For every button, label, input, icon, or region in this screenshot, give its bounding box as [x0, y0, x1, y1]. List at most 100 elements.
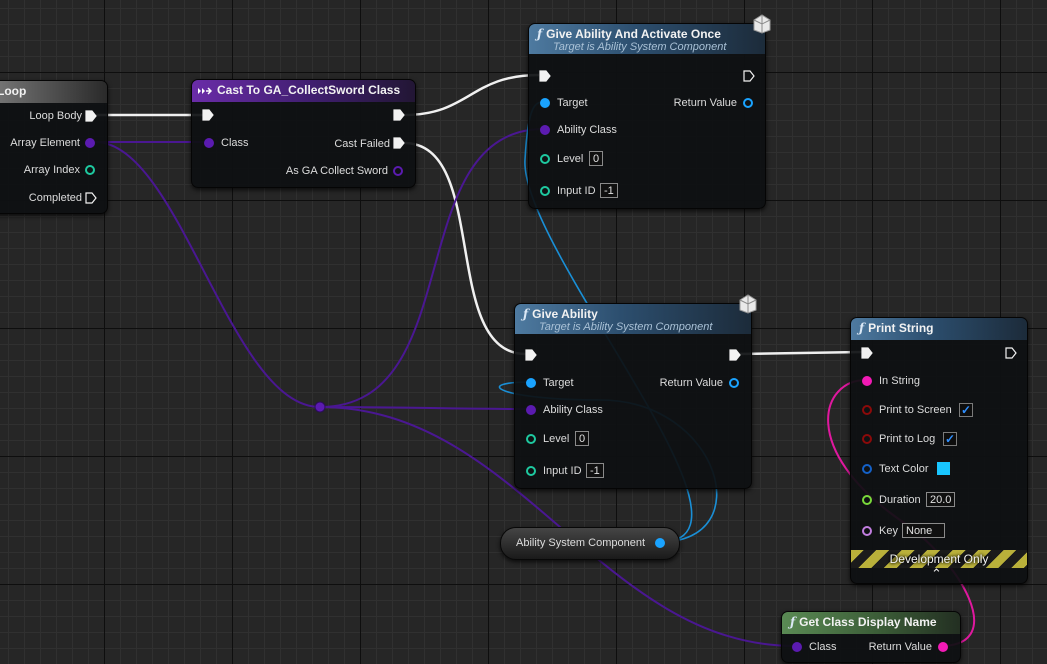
give-activate-input-id-label: Input ID [557, 185, 596, 197]
class-display-return-label: Return Value [868, 641, 932, 653]
give-activate-level-pin[interactable] [540, 154, 550, 164]
ability-system-component-label: Ability System Component [516, 537, 645, 549]
give-ability-level-label: Level [543, 433, 570, 445]
give-ability-return-pin[interactable] [729, 378, 739, 388]
give-ability-return-label: Return Value [659, 377, 723, 389]
duration-label: Duration [879, 494, 921, 506]
give-activate-input-id-input[interactable]: -1 [600, 183, 618, 198]
in-string-pin[interactable] [862, 376, 872, 386]
give-ability-input-id-input[interactable]: -1 [586, 463, 604, 478]
loop-body-exec-pin[interactable] [85, 110, 97, 122]
text-color-swatch[interactable] [936, 461, 951, 476]
development-only-label: Development Only [889, 552, 989, 566]
as-ga-collect-sword-label: As GA Collect Sword [285, 165, 388, 177]
give-ability-subtitle: Target is Ability System Component [539, 321, 713, 333]
give-activate-ability-class-label: Ability Class [557, 124, 617, 136]
give-ability-input-id-label: Input ID [543, 465, 582, 477]
give-ability-exec-out-pin[interactable] [729, 349, 741, 361]
class-wire-reroute-to-give [319, 406, 532, 410]
give-activate-level-input[interactable]: 0 [589, 151, 604, 166]
cast-failed-exec-pin[interactable] [393, 137, 405, 149]
key-pin[interactable] [862, 526, 872, 536]
expand-chevron-icon[interactable]: ⌃ [931, 566, 942, 581]
give-activate-return-label: Return Value [673, 97, 737, 109]
give-ability-input-id-pin[interactable] [526, 466, 536, 476]
cast-node-title: Cast To GA_CollectSword Class [217, 83, 401, 97]
function-icon: ƒ [859, 321, 865, 335]
array-element-label: Array Element [10, 137, 80, 149]
loop-node-header: Loop [0, 81, 107, 103]
give-activate-exec-in-pin[interactable] [539, 70, 551, 82]
give-activate-ability-class-pin[interactable] [540, 125, 550, 135]
class-display-return-pin[interactable] [938, 642, 948, 652]
function-icon: ƒ [790, 615, 796, 629]
latent-clock-icon [739, 294, 757, 314]
array-index-pin[interactable] [85, 165, 95, 175]
give-activate-title: Give Ability And Activate Once [546, 27, 721, 41]
class-display-title: Get Class Display Name [799, 615, 937, 629]
completed-label: Completed [28, 192, 82, 204]
give-activate-input-id-pin[interactable] [540, 186, 550, 196]
reroute-knot[interactable] [314, 401, 326, 413]
array-element-pin[interactable] [85, 138, 95, 148]
duration-pin[interactable] [862, 495, 872, 505]
ability-system-component-variable[interactable]: Ability System Component [500, 527, 680, 560]
print-exec-in-pin[interactable] [861, 347, 873, 359]
in-string-label: In String [879, 375, 920, 387]
function-icon: ƒ [537, 27, 543, 41]
loop-node-title: Loop [0, 84, 27, 98]
as-ga-collect-sword-pin[interactable] [393, 166, 403, 176]
give-ability-target-label: Target [543, 377, 574, 389]
print-exec-out-pin[interactable] [1005, 347, 1017, 359]
class-display-class-label: Class [809, 641, 837, 653]
print-to-log-pin[interactable] [862, 434, 872, 444]
give-ability-title: Give Ability [532, 307, 598, 321]
give-ability-class-label: Ability Class [543, 404, 603, 416]
function-icon: ƒ [523, 307, 529, 321]
give-ability-level-pin[interactable] [526, 434, 536, 444]
class-display-class-pin[interactable] [792, 642, 802, 652]
cast-class-label: Class [221, 137, 249, 149]
cast-class-pin[interactable] [204, 138, 214, 148]
print-to-screen-pin[interactable] [862, 405, 872, 415]
text-color-pin[interactable] [862, 464, 872, 474]
for-each-loop-node[interactable]: Loop Loop Body Array Element Array Index… [0, 80, 108, 214]
cast-arrow-icon [198, 87, 212, 95]
exec-wire-castfailed-to-give [403, 141, 527, 356]
print-to-screen-checkbox[interactable]: ✓ [959, 403, 973, 417]
completed-exec-pin[interactable] [85, 192, 97, 204]
cast-exec-in-pin[interactable] [202, 109, 214, 121]
give-activate-return-pin[interactable] [743, 98, 753, 108]
give-activate-level-label: Level [557, 153, 584, 165]
print-to-log-checkbox[interactable]: ✓ [943, 432, 957, 446]
give-activate-target-label: Target [557, 97, 588, 109]
print-to-log-label: Print to Log [879, 433, 936, 445]
ability-system-component-pin[interactable] [655, 538, 665, 548]
give-ability-exec-in-pin[interactable] [525, 349, 537, 361]
give-ability-target-pin[interactable] [526, 378, 536, 388]
print-to-screen-label: Print to Screen [879, 404, 952, 416]
give-activate-subtitle: Target is Ability System Component [553, 41, 727, 53]
key-label: Key [879, 525, 898, 537]
give-activate-target-pin[interactable] [540, 98, 550, 108]
cast-node-header: Cast To GA_CollectSword Class [192, 80, 415, 102]
give-activate-exec-out-pin[interactable] [743, 70, 755, 82]
latent-clock-icon [753, 14, 771, 34]
cast-exec-out-pin[interactable] [393, 109, 405, 121]
duration-input[interactable]: 20.0 [926, 492, 956, 507]
key-input[interactable]: None [902, 523, 945, 538]
array-index-label: Array Index [23, 164, 80, 176]
give-ability-level-input[interactable]: 0 [575, 431, 590, 446]
give-ability-class-pin[interactable] [526, 405, 536, 415]
exec-wire-cast-to-giveactivate [403, 73, 540, 117]
print-string-title: Print String [868, 321, 934, 335]
cast-to-ga-collectsword-node[interactable]: Cast To GA_CollectSword Class Class Cast… [191, 79, 416, 188]
exec-wire-give-to-print [737, 350, 863, 356]
